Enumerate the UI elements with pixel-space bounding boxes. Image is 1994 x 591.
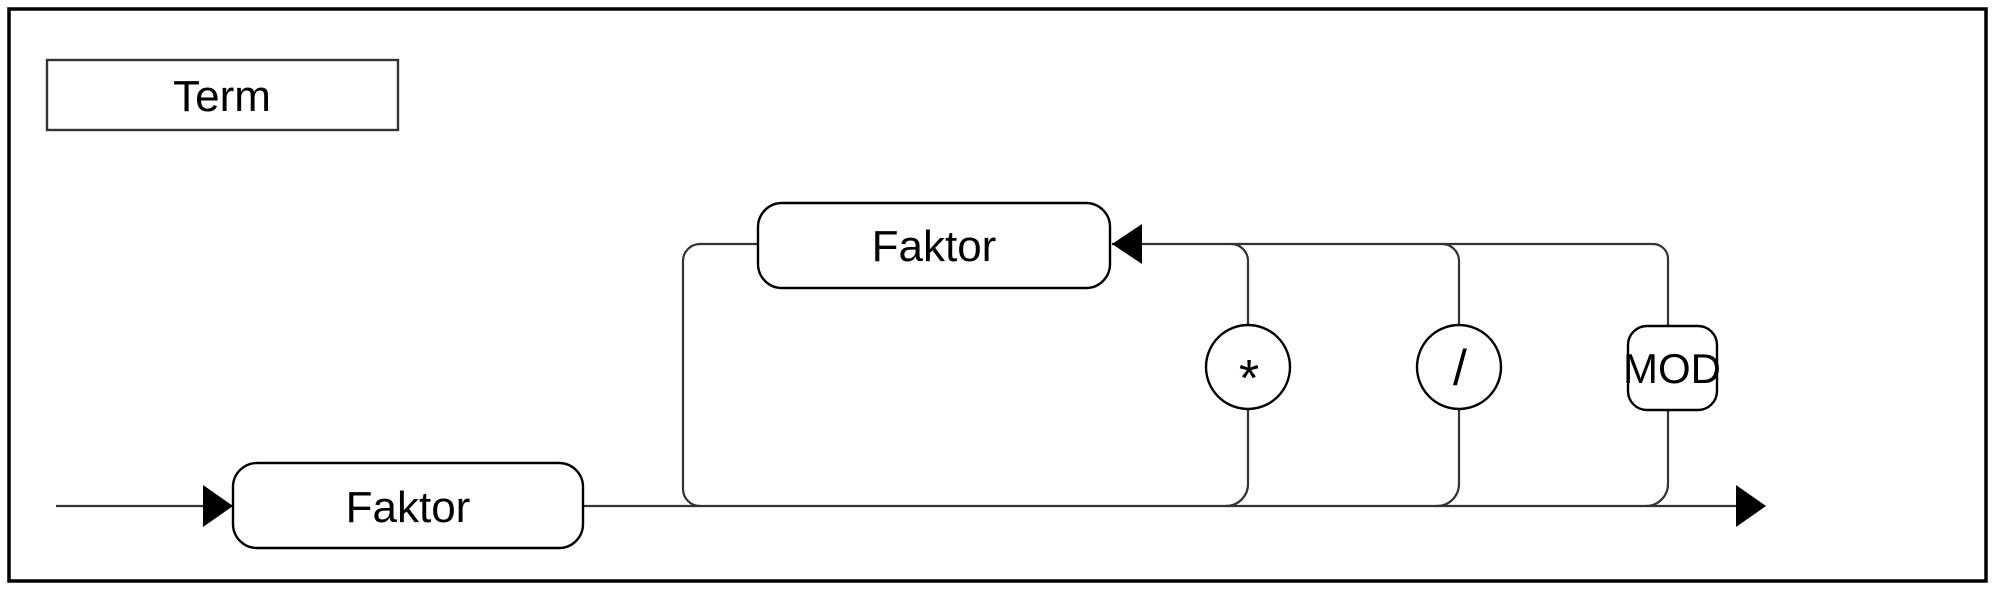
node-operator-multiply-label: *	[1239, 350, 1259, 408]
branch-multiply-lower	[1225, 409, 1250, 508]
node-faktor-loop-label: Faktor	[872, 222, 997, 271]
node-operator-mod-rect	[1626, 324, 1719, 412]
branch-divide-lower	[1436, 409, 1461, 508]
node-operator-multiply-circle	[1204, 323, 1292, 411]
node-faktor-loop-rect	[756, 201, 1112, 290]
node-operator-mod: MOD	[1623, 324, 1721, 412]
node-operator-mod-label: MOD	[1623, 345, 1721, 392]
exit-arrow-icon	[1736, 485, 1766, 527]
node-operator-multiply: *	[1204, 323, 1292, 411]
node-faktor-main-label: Faktor	[346, 483, 471, 532]
branch-divide-upper	[1441, 242, 1461, 325]
node-operator-divide-circle	[1415, 323, 1503, 411]
node-operator-divide: /	[1415, 323, 1503, 411]
branch-mod-lower	[1645, 410, 1670, 508]
loop-top-rail	[1112, 242, 1670, 326]
node-faktor-main-rect	[231, 461, 585, 550]
rule-name-label: Term	[173, 72, 271, 121]
rule-name-rect	[45, 58, 400, 132]
outer-border	[7, 7, 1988, 583]
entry-arrow-icon	[203, 485, 233, 527]
branch-multiply-upper	[1230, 242, 1250, 325]
node-faktor-main: Faktor	[231, 461, 585, 550]
node-operator-divide-label: /	[1453, 340, 1467, 396]
arrowheads	[203, 224, 1766, 527]
loop-left-arrow-icon	[1112, 224, 1142, 264]
rule-name-box: Term	[45, 58, 400, 132]
node-faktor-loop: Faktor	[756, 201, 1112, 290]
loop-return-rail	[681, 242, 758, 508]
